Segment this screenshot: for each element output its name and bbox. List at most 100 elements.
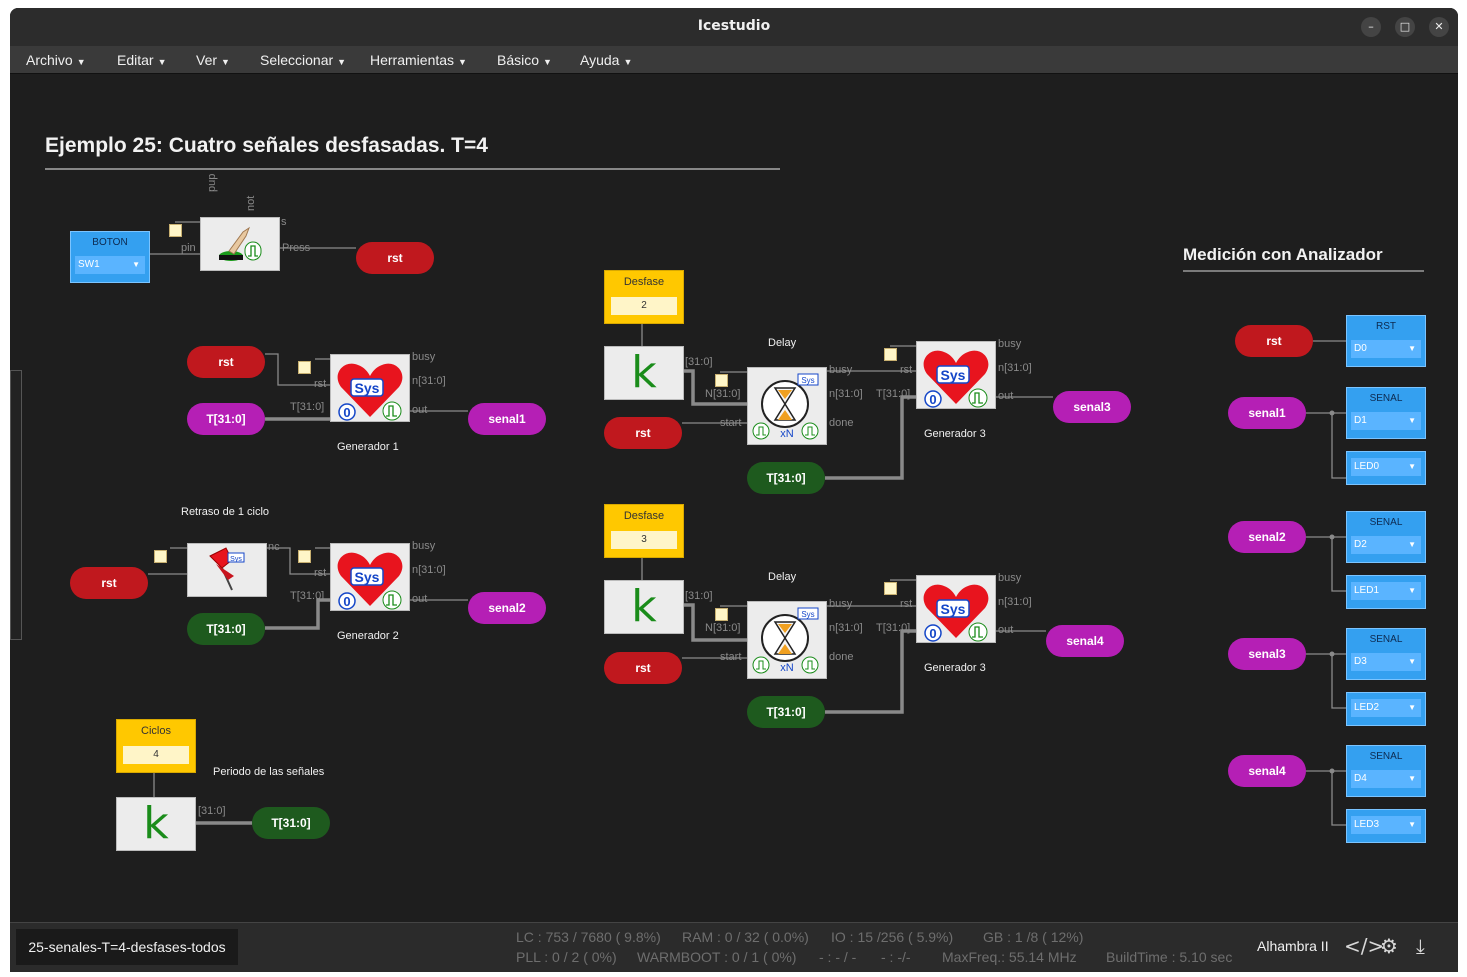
maxfreq: MaxFreq.: 55.14 MHz: [942, 949, 1077, 965]
k-icon: k: [631, 581, 657, 632]
generator-block[interactable]: Sys 0: [916, 575, 996, 643]
rst-label[interactable]: rst: [1235, 325, 1313, 357]
senal1-output[interactable]: senal1: [468, 403, 546, 435]
board-name[interactable]: Alhambra II: [1257, 938, 1329, 954]
constant-value[interactable]: 4: [123, 746, 189, 764]
pin-select[interactable]: D4▼: [1351, 770, 1421, 788]
port-label: rst: [900, 364, 913, 376]
k-icon: k: [143, 798, 169, 849]
port-label: n[31:0]: [412, 375, 446, 387]
rst-label[interactable]: rst: [604, 652, 682, 684]
senal-output-block[interactable]: SENAL D3▼: [1346, 628, 1426, 680]
menu-basico[interactable]: Básico▼: [497, 52, 552, 68]
pin-select[interactable]: SW1▼: [75, 256, 145, 274]
generator-block[interactable]: Sys 0: [916, 341, 996, 409]
senal-output-block[interactable]: SENAL D4▼: [1346, 745, 1426, 797]
port-label: [31:0]: [685, 590, 713, 602]
generator-label: Generador 1: [337, 441, 399, 453]
download-icon[interactable]: ⤓: [1416, 934, 1425, 958]
boton-input-block[interactable]: BOTON SW1▼: [70, 231, 150, 283]
port-label: done: [829, 417, 854, 429]
constant-block[interactable]: Desfase 2: [604, 270, 684, 324]
k-block[interactable]: k: [116, 797, 196, 851]
analyzer-heading: Medición con Analizador: [1183, 245, 1383, 264]
minimize-icon[interactable]: –: [1361, 17, 1381, 37]
rst-label[interactable]: rst: [356, 242, 434, 274]
gear-icon[interactable]: ⚙: [1380, 934, 1398, 958]
port-label: busy: [829, 364, 853, 376]
constant-value[interactable]: 3: [611, 531, 677, 549]
menu-herramientas[interactable]: Herramientas▼: [370, 52, 467, 68]
t-bus-label[interactable]: T[31:0]: [187, 403, 265, 435]
generator-block[interactable]: Sys 0: [330, 543, 410, 611]
caret-down-icon: ▼: [623, 57, 633, 67]
led-output-block[interactable]: LED2▼: [1346, 692, 1426, 726]
constant-block[interactable]: Ciclos 4: [116, 719, 196, 773]
delay-block[interactable]: Sys xN: [747, 367, 827, 445]
menu-editar[interactable]: Editar▼: [117, 52, 167, 68]
menu-seleccionar[interactable]: Seleccionar▼: [260, 52, 347, 68]
design-canvas[interactable]: Ejemplo 25: Cuatro señales desfasadas. T…: [10, 74, 1458, 922]
pin-select[interactable]: LED2▼: [1351, 699, 1421, 717]
pin-select[interactable]: D3▼: [1351, 653, 1421, 671]
rst-output-block[interactable]: RST D0▼: [1346, 315, 1426, 367]
senal2-output[interactable]: senal2: [468, 592, 546, 624]
senal-output-block[interactable]: SENAL D1▼: [1346, 387, 1426, 439]
flipflop-block[interactable]: Sys: [187, 543, 267, 597]
code-icon[interactable]: </>: [1344, 934, 1385, 958]
pin-select[interactable]: LED1▼: [1351, 582, 1421, 600]
k-block[interactable]: k: [604, 346, 684, 400]
t-bus-label[interactable]: T[31:0]: [187, 613, 265, 645]
menu-archivo[interactable]: Archivo▼: [26, 52, 86, 68]
led-output-block[interactable]: LED1▼: [1346, 575, 1426, 609]
pin-select[interactable]: LED0▼: [1351, 458, 1421, 476]
port-label: out: [998, 390, 1014, 402]
pin-icon: Sys: [209, 547, 245, 591]
senal4-input[interactable]: senal4: [1228, 755, 1306, 787]
svg-text:0: 0: [929, 626, 936, 641]
caret-down-icon: ▼: [1408, 344, 1416, 353]
menu-ver[interactable]: Ver▼: [196, 52, 230, 68]
svg-text:xN: xN: [780, 428, 794, 440]
constant-value[interactable]: 2: [611, 297, 677, 315]
rst-label[interactable]: rst: [187, 346, 265, 378]
left-panel-handle[interactable]: [10, 370, 22, 640]
close-icon[interactable]: ✕: [1429, 17, 1449, 37]
delay-block[interactable]: Sys xN: [747, 601, 827, 679]
svg-text:Sys: Sys: [801, 376, 814, 385]
port-label: T[31:0]: [290, 590, 325, 602]
senal3-output[interactable]: senal3: [1053, 391, 1131, 423]
generator-block[interactable]: Sys 0: [330, 354, 410, 422]
senal2-input[interactable]: senal2: [1228, 521, 1306, 553]
t-bus-label[interactable]: T[31:0]: [747, 696, 825, 728]
delay-label: Delay: [768, 337, 797, 349]
generator-label: Generador 3: [924, 662, 986, 674]
button-block[interactable]: [200, 217, 280, 271]
rst-label[interactable]: rst: [604, 417, 682, 449]
senal1-input[interactable]: senal1: [1228, 397, 1306, 429]
senal4-output[interactable]: senal4: [1046, 625, 1124, 657]
caret-down-icon: ▼: [1408, 657, 1416, 666]
pin-select[interactable]: D0▼: [1351, 340, 1421, 358]
svg-text:Sys: Sys: [941, 601, 966, 617]
maximize-icon[interactable]: □: [1395, 17, 1415, 37]
caret-down-icon: ▼: [1408, 774, 1416, 783]
pin-select[interactable]: D2▼: [1351, 536, 1421, 554]
k-block[interactable]: k: [604, 580, 684, 634]
caret-down-icon: ▼: [1408, 586, 1416, 595]
pin-select[interactable]: D1▼: [1351, 412, 1421, 430]
led-output-block[interactable]: LED3▼: [1346, 809, 1426, 843]
led-output-block[interactable]: LED0▼: [1346, 451, 1426, 485]
port-label: not: [245, 195, 257, 211]
pin-select[interactable]: LED3▼: [1351, 816, 1421, 834]
senal3-input[interactable]: senal3: [1228, 638, 1306, 670]
senal-output-block[interactable]: SENAL D2▼: [1346, 511, 1426, 563]
svg-text:0: 0: [343, 405, 350, 420]
t-bus-label[interactable]: T[31:0]: [252, 807, 330, 839]
constant-title: Desfase: [623, 510, 665, 522]
menu-ayuda[interactable]: Ayuda▼: [580, 52, 633, 68]
constant-block[interactable]: Desfase 3: [604, 504, 684, 558]
svg-text:Sys: Sys: [801, 610, 814, 619]
t-bus-label[interactable]: T[31:0]: [747, 462, 825, 494]
rst-label[interactable]: rst: [70, 567, 148, 599]
